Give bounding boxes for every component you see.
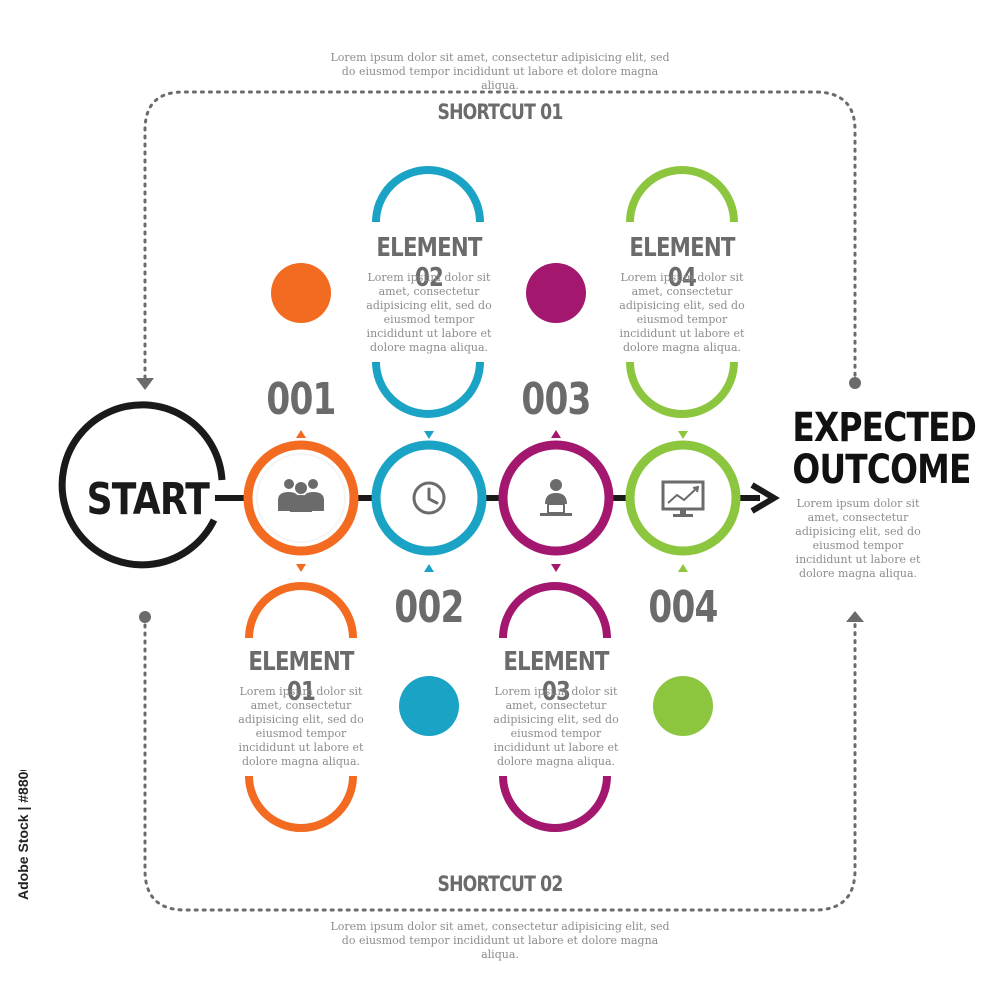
step-004-pointer	[678, 431, 688, 439]
shortcut-02-start-dot	[139, 611, 151, 623]
shortcut-02-arrowhead	[846, 611, 864, 622]
step-004-number: 004	[648, 582, 718, 633]
outcome-text: Lorem ipsum dolor sit amet, consectetur …	[795, 497, 921, 580]
step-002-number: 002	[394, 582, 464, 633]
element-03-text: Lorem ipsum dolor sit amet, consectetur …	[493, 685, 619, 768]
outcome-title-line2: OUTCOME	[792, 447, 971, 493]
element-04-bottom-arc	[626, 361, 738, 418]
orange-dot	[271, 263, 331, 323]
step-003-lower-pointer	[551, 564, 561, 572]
clock-icon	[412, 481, 446, 515]
start-label: START	[86, 474, 210, 525]
step-002-pointer	[424, 431, 434, 439]
shortcut-01-label: SHORTCUT 01	[437, 100, 564, 124]
stock-watermark: Adobe Stock | #88065025	[15, 770, 31, 900]
element-02-title: ELEMENT 02	[376, 233, 482, 293]
step-004-lower-pointer	[678, 564, 688, 572]
cyan-dot	[399, 676, 459, 736]
element-02-bottom-arc	[372, 361, 484, 418]
monitor-chart-icon	[661, 480, 705, 517]
main-flow-arrowhead	[750, 482, 780, 514]
element-02-text: Lorem ipsum dolor sit amet, consectetur …	[366, 271, 492, 354]
magenta-dot	[526, 263, 586, 323]
element-02-top-arc	[372, 166, 484, 223]
bottom-caption: Lorem ipsum dolor sit amet, consectetur …	[330, 920, 670, 961]
step-002-lower-pointer	[424, 564, 434, 572]
shortcut-02-label: SHORTCUT 02	[437, 872, 564, 896]
step-001-number: 001	[266, 374, 336, 425]
step-001-lower-pointer	[296, 564, 306, 572]
element-03-bottom-arc	[499, 775, 611, 832]
step-003-number: 003	[521, 374, 591, 425]
shortcut-02-path	[143, 615, 857, 912]
shortcut-01-start-dot	[849, 377, 861, 389]
watermark-text: Adobe Stock | #88065025	[15, 770, 31, 900]
step-004-ring	[625, 440, 741, 556]
shortcut-01-arrowhead	[136, 378, 154, 390]
step-003-pointer	[551, 430, 561, 438]
element-01-bottom-arc	[245, 775, 357, 832]
start-ring	[58, 401, 226, 569]
element-04-text: Lorem ipsum dolor sit amet, consectetur …	[619, 271, 745, 354]
element-01-text: Lorem ipsum dolor sit amet, consectetur …	[238, 685, 364, 768]
shortcut-01-path	[143, 90, 857, 384]
element-03-top-arc	[499, 582, 611, 639]
element-01-title: ELEMENT 01	[248, 647, 354, 707]
step-001-pointer	[296, 430, 306, 438]
element-03-title: ELEMENT 03	[503, 647, 609, 707]
outcome-title-line1: EXPECTED	[792, 405, 977, 451]
element-01-top-arc	[245, 582, 357, 639]
people-icon	[278, 479, 324, 512]
element-04-top-arc	[626, 166, 738, 223]
green-dot	[653, 676, 713, 736]
user-laptop-icon	[540, 479, 572, 516]
element-04-title: ELEMENT 04	[629, 233, 735, 293]
top-caption: Lorem ipsum dolor sit amet, consectetur …	[330, 51, 670, 92]
